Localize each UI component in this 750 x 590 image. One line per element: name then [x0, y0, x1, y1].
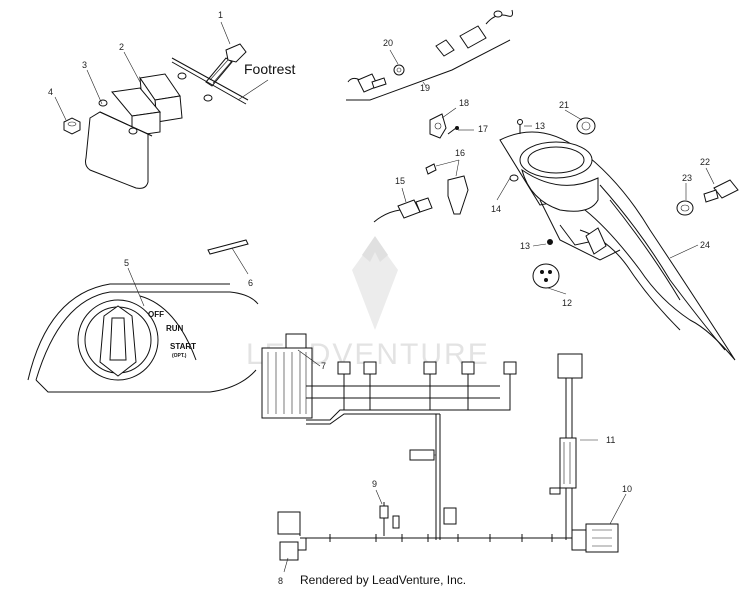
- callout-24: 24: [700, 240, 710, 250]
- key-run-label: RUN: [166, 324, 184, 333]
- callout-11: 11: [606, 435, 615, 445]
- callout-9: 9: [372, 479, 377, 489]
- switch-parts-15-18: [373, 107, 519, 223]
- callout-14: 14: [491, 204, 501, 214]
- callout-12: 12: [562, 298, 572, 308]
- callout-22: 22: [700, 157, 710, 167]
- callout-18: 18: [459, 98, 469, 108]
- strap-part-6: [207, 239, 249, 275]
- callout-10: 10: [622, 484, 632, 494]
- callout-13b: 13: [520, 241, 530, 251]
- callout-13a: 13: [535, 121, 545, 131]
- wiring-harness: [261, 333, 627, 573]
- callout-21: 21: [559, 100, 569, 110]
- callout-6: 6: [248, 278, 253, 288]
- callout-2: 2: [119, 42, 124, 52]
- callout-23: 23: [682, 173, 692, 183]
- callout-7: 7: [321, 361, 326, 371]
- callout-4: 4: [48, 87, 53, 97]
- callout-19: 19: [420, 83, 430, 93]
- callout-labels: 1 2 3 4 5 6 7 8 9 10 11 12 13 13 14 15 1…: [48, 10, 710, 586]
- key-off-label: OFF: [148, 310, 164, 319]
- callout-3: 3: [82, 60, 87, 70]
- footrest-label: Footrest: [244, 61, 295, 77]
- callout-1: 1: [218, 10, 223, 20]
- front-fender-assembly: [496, 109, 739, 361]
- callout-17: 17: [478, 124, 488, 134]
- key-switch-panel: OFF RUN START (OPT.): [27, 267, 259, 393]
- key-start-label: START: [170, 342, 196, 351]
- footrest-assembly: [54, 21, 269, 189]
- callout-16: 16: [455, 148, 465, 158]
- callout-20: 20: [383, 38, 393, 48]
- rendered-by-footer: Rendered by LeadVenture, Inc.: [300, 573, 466, 587]
- key-start-sub-label: (OPT.): [172, 353, 187, 359]
- callout-8: 8: [278, 576, 283, 586]
- nut-part-4: [63, 117, 81, 135]
- bolt-part-1: [205, 43, 247, 87]
- switch-parts-19-20: [346, 9, 513, 101]
- callout-5: 5: [124, 258, 129, 268]
- callout-15: 15: [395, 176, 405, 186]
